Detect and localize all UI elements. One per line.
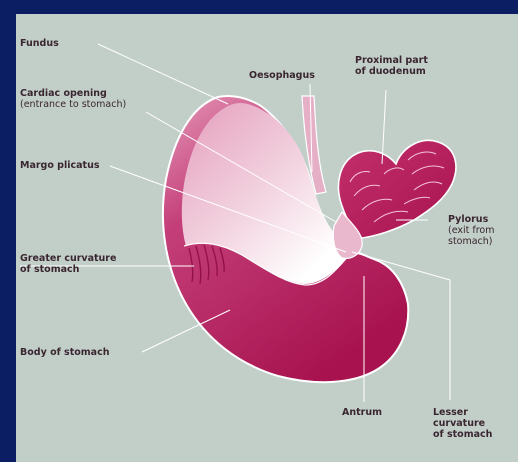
label-fundus-text: Fundus [20,38,59,49]
label-cardiac-sub: (entrance to stomach) [20,99,126,110]
stomach-illustration [16,14,518,462]
diagram-panel: Fundus Oesophagus Proximal part of duode… [16,14,518,462]
label-oesophagus-text: Oesophagus [249,70,315,81]
label-margo-plicatus: Margo plicatus [20,160,100,171]
label-antrum-text: Antrum [342,407,382,418]
label-pylorus-sub2: stomach) [448,236,495,247]
label-body-text: Body of stomach [20,347,109,358]
label-cardiac-title: Cardiac opening [20,88,126,99]
label-pylorus-sub1: (exit from [448,225,495,236]
label-cardiac-opening: Cardiac opening (entrance to stomach) [20,88,126,110]
label-greater-curvature: Greater curvature of stomach [20,253,116,275]
label-duodenum: Proximal part of duodenum [355,55,428,77]
label-greater-line1: Greater curvature [20,253,116,264]
label-antrum: Antrum [342,407,382,418]
label-lesser-line3: of stomach [433,429,492,440]
label-lesser-line2: curvature [433,418,492,429]
label-oesophagus: Oesophagus [249,70,315,81]
label-duodenum-line1: Proximal part [355,55,428,66]
label-pylorus: Pylorus (exit from stomach) [448,214,495,247]
label-margo-text: Margo plicatus [20,160,100,171]
label-body-of-stomach: Body of stomach [20,347,109,358]
label-lesser-line1: Lesser [433,407,492,418]
label-fundus: Fundus [20,38,59,49]
label-greater-line2: of stomach [20,264,116,275]
leader-duodenum [382,90,386,164]
label-duodenum-line2: of duodenum [355,66,428,77]
label-pylorus-title: Pylorus [448,214,495,225]
duodenum [338,140,455,238]
label-lesser-curvature: Lesser curvature of stomach [433,407,492,440]
